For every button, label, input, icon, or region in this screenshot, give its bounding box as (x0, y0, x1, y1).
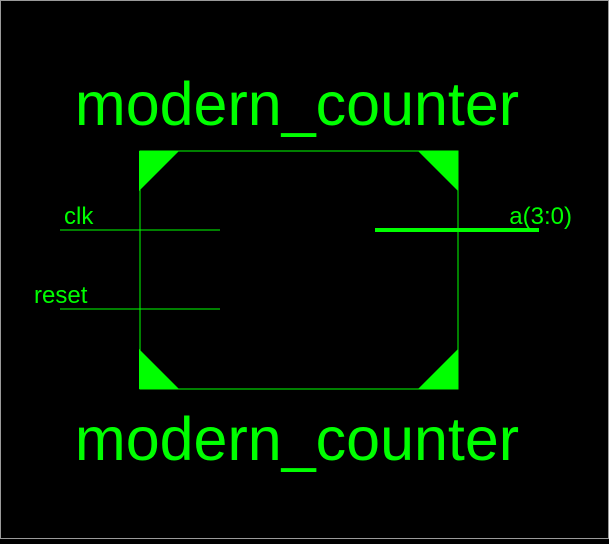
component-body (139, 150, 459, 390)
reset-port-label: reset (34, 282, 88, 309)
corner-bottom-right (418, 349, 458, 389)
corner-top-right (418, 151, 458, 191)
a-bus-port-label: a(3:0) (509, 203, 572, 230)
component-title-top: modern_counter (75, 70, 519, 138)
component-title-bottom: modern_counter (75, 405, 519, 473)
corner-top-left (139, 151, 179, 191)
clk-port-label: clk (64, 203, 94, 230)
corner-bottom-left (139, 349, 179, 389)
